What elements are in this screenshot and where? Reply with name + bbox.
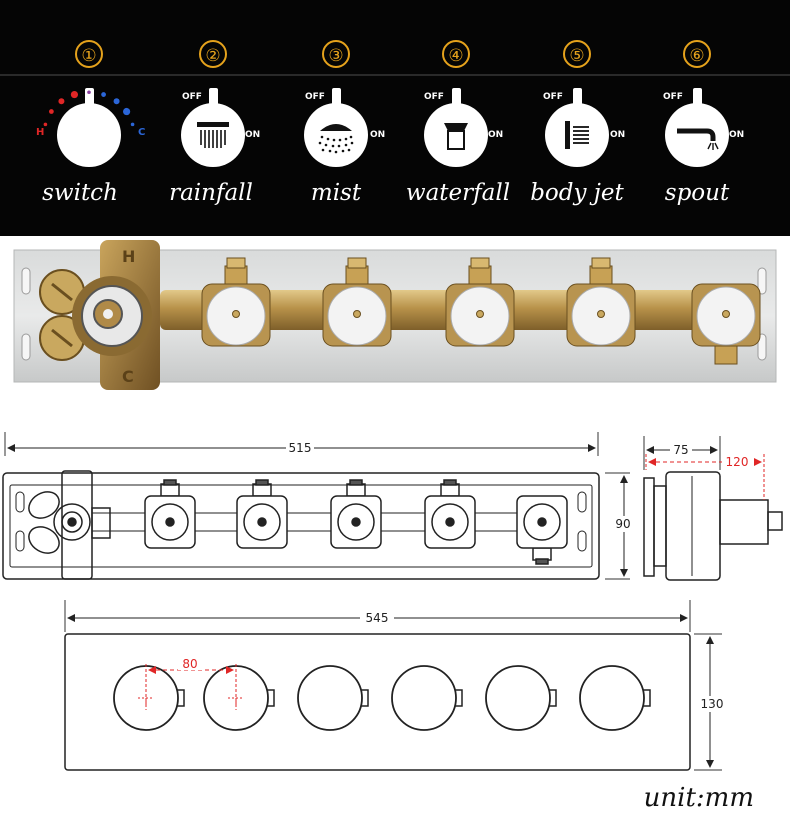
handle-knob-drawing [391,665,463,731]
diverter-valve-drawing [144,479,196,549]
function-number-2: ② [199,40,227,68]
dim-body-length: 515 [289,441,312,455]
handle-knob-drawing [485,665,557,731]
diverter-valve-drawing [516,495,568,565]
on-label: ON [729,130,745,140]
dimension-120: 120 [645,454,765,500]
dimension-515: 515 [4,432,599,456]
temperature-dot [113,98,120,105]
diverter-valve [445,257,515,347]
temperature-dot [130,122,135,127]
function-number-6: ⑥ [683,40,711,68]
function-number-3: ③ [322,40,350,68]
on-label: ON [488,130,504,140]
dimension-80: 80 [145,656,237,710]
function-label-waterfall: waterfall [405,180,511,206]
trim-plate-drawing [64,633,691,771]
knob-tab [693,88,702,106]
function-number-1: ① [75,40,103,68]
handle-knob-drawing [297,665,369,731]
dimension-90: 90 [605,472,638,580]
body-jet-icon [545,103,609,167]
function-label-spout: spout [664,180,730,206]
dimension-545: 545 [64,600,691,632]
mist-spray-icon [304,103,368,167]
diverter-valve [201,257,271,347]
off-label: OFF [182,92,202,102]
diverter-valve-drawing [330,479,382,549]
dim-knob-spacing: 80 [182,657,197,671]
function-label-rainfall: rainfall [169,180,253,206]
diverter-valve-drawing [236,479,288,549]
valve-product-photo: H C [0,236,790,400]
diverter-valve-drawing [424,479,476,549]
dimension-130: 130 [694,633,730,771]
diverter-valve [691,283,761,365]
unit-label: unit:mm [643,783,754,813]
knob-tab [573,88,582,106]
on-label: ON [370,130,386,140]
waterfall-icon [424,103,488,167]
knob-tab [209,88,218,106]
handle-knob-drawing [113,665,185,731]
function-legend-band: ① H C switch ② OFF ON rainfall ③ OFF ON … [0,0,790,236]
dimension-drawings: 515 90 7 [2,432,783,771]
on-label: ON [610,130,626,140]
valve-body-drawing [2,470,600,580]
off-label: OFF [424,92,444,102]
hot-label: H [36,127,45,138]
dimension-75: 75 [643,436,721,470]
dim-side-depth: 75 [673,443,688,457]
handle-knob-drawing [203,665,275,731]
legend-separator [0,74,790,76]
on-label: ON [245,130,261,140]
knob-tab [452,88,461,106]
temperature-dot [87,90,91,95]
thermostat-dots [43,90,135,127]
function-label-switch: switch [42,180,118,206]
function-number-4: ④ [442,40,470,68]
cold-letter: C [122,367,134,386]
knob-tab [332,88,341,106]
temperature-dot [48,109,54,114]
dim-plate-length: 545 [366,611,389,625]
hot-letter: H [122,247,135,266]
cold-label: C [138,127,146,138]
temperature-dot [43,122,48,127]
handle-knob-drawing [579,665,651,731]
knob-tab [85,88,94,106]
diverter-valve [566,257,636,347]
function-label-body-jet: body jet [530,180,624,206]
function-label-mist: mist [310,180,362,206]
temperature-dot [123,107,131,116]
function-number-5: ⑤ [563,40,591,68]
temperature-dot [58,98,65,105]
spout-icon [665,103,729,167]
thermostat-dial-icon [57,103,121,167]
temperature-dot [70,90,79,99]
dim-body-height: 90 [615,517,630,531]
off-label: OFF [663,92,683,102]
diverter-valve [322,257,392,347]
dim-side-extended: 120 [726,455,749,469]
side-view-drawing [643,471,783,581]
temperature-dot [101,92,106,97]
off-label: OFF [305,92,325,102]
rainfall-shower-icon [181,103,245,167]
off-label: OFF [543,92,563,102]
dim-plate-height: 130 [701,697,724,711]
